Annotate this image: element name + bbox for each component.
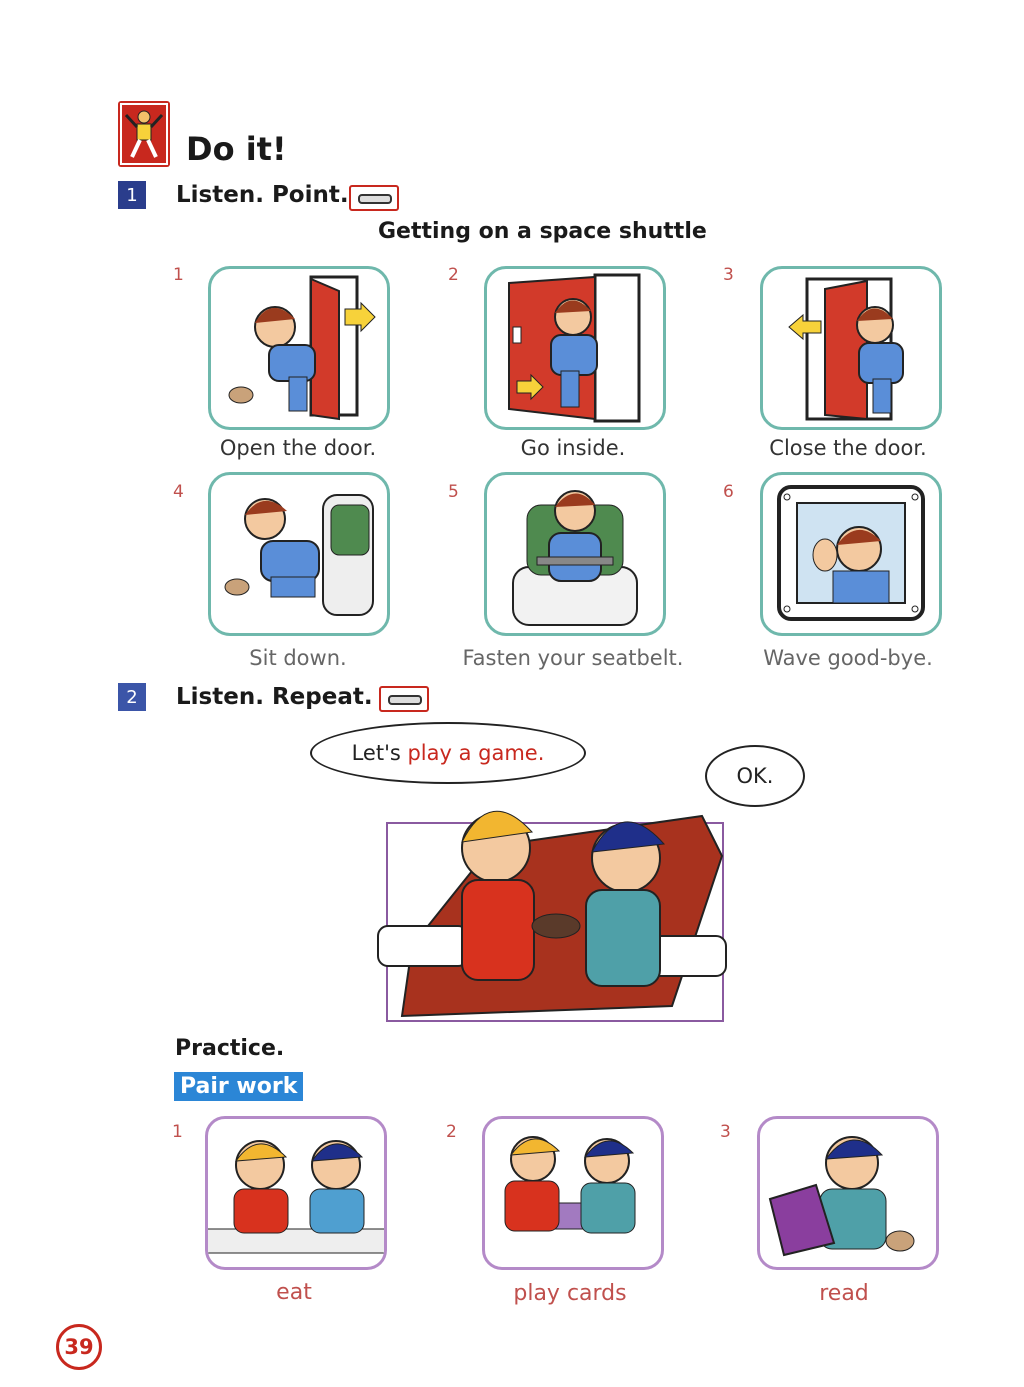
- speech-bubble-lets-play: Let's play a game.: [310, 722, 586, 784]
- cassette-icon[interactable]: [379, 686, 429, 712]
- practice-label: Practice.: [175, 1036, 285, 1061]
- picture-read: [757, 1116, 939, 1270]
- panel-number: 4: [173, 482, 184, 502]
- bubble-text-prefix: Let's: [351, 741, 401, 765]
- speech-bubble-ok: OK.: [705, 745, 805, 807]
- caption-close-door: Close the door.: [769, 436, 927, 460]
- caption-fasten-seatbelt: Fasten your seatbelt.: [462, 646, 684, 670]
- panel-number: 6: [723, 482, 734, 502]
- picture-play-cards: [482, 1116, 664, 1270]
- caption-eat: eat: [276, 1280, 312, 1305]
- picture-open-door: [208, 266, 390, 430]
- page-number: 39: [56, 1324, 102, 1370]
- panel-number: 2: [446, 1122, 457, 1142]
- section-label-listen-point: Listen. Point.: [176, 182, 349, 208]
- pair-work-tag: Pair work: [174, 1072, 304, 1101]
- panel-number: 3: [723, 265, 734, 285]
- cassette-icon[interactable]: [349, 185, 399, 211]
- section-number-badge: 2: [118, 683, 146, 711]
- section-subtitle: Getting on a space shuttle: [378, 219, 707, 244]
- page-title: Do it!: [186, 130, 287, 168]
- section-number-badge: 1: [118, 181, 146, 209]
- panel-number: 1: [173, 265, 184, 285]
- panel-number: 3: [720, 1122, 731, 1142]
- picture-wave-goodbye: [760, 472, 942, 636]
- panel-number: 1: [172, 1122, 183, 1142]
- caption-sit-down: Sit down.: [249, 646, 347, 670]
- picture-go-inside: [484, 266, 666, 430]
- dialogue-illustration: [372, 776, 742, 1046]
- picture-sit-down: [208, 472, 390, 636]
- picture-close-door: [760, 266, 942, 430]
- caption-read: read: [819, 1281, 869, 1306]
- picture-eat: [205, 1116, 387, 1270]
- scene-frame: [386, 822, 724, 1022]
- caption-go-inside: Go inside.: [520, 436, 626, 460]
- jumping-figure-icon: [120, 103, 168, 165]
- caption-wave-goodbye: Wave good-bye.: [763, 646, 933, 670]
- caption-play-cards: play cards: [513, 1281, 627, 1306]
- picture-fasten-seatbelt: [484, 472, 666, 636]
- bubble-text-highlight: play a game.: [407, 741, 545, 765]
- panel-number: 5: [448, 482, 459, 502]
- bubble-text-ok: OK.: [736, 764, 774, 788]
- panel-number: 2: [448, 265, 459, 285]
- section-label-listen-repeat: Listen. Repeat.: [176, 684, 373, 710]
- do-it-logo: [118, 101, 170, 167]
- caption-open-door: Open the door.: [219, 436, 377, 460]
